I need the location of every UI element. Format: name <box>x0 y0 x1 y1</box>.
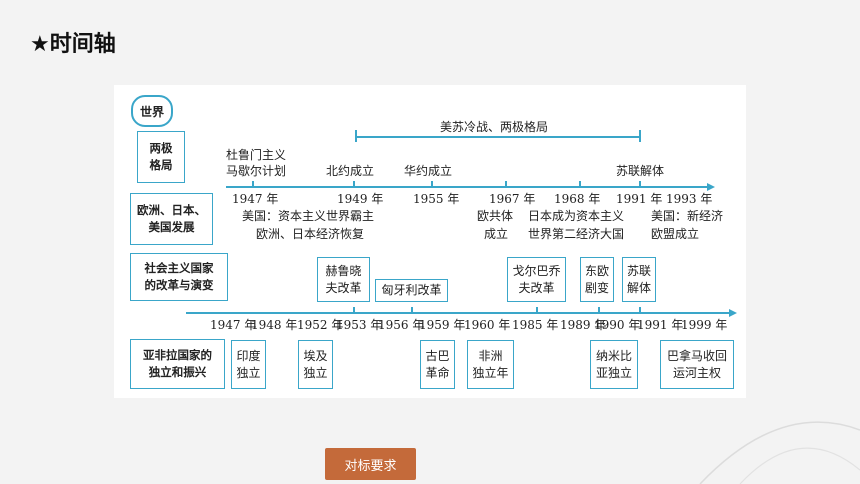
upper-year: 1947 年 <box>232 192 279 206</box>
category-socialism: 社会主义国家 的改革与演变 <box>130 253 228 301</box>
event-india-independence: 印度 独立 <box>231 340 266 389</box>
category-afro-asia-latam: 亚非拉国家的 独立和振兴 <box>130 339 225 389</box>
range-start-marker <box>355 130 357 142</box>
event-marshall: 马歇尔计划 <box>226 164 287 178</box>
event-east-europe-upheaval: 东欧 剧变 <box>580 257 614 302</box>
benchmark-requirements-button[interactable]: 对标要求 <box>325 448 416 480</box>
event-ussr-collapse: 苏联解体 <box>616 164 665 178</box>
category-euro-japan-us: 欧洲、日本、 美国发展 <box>130 193 213 245</box>
upper-year: 1968 年 <box>554 192 601 206</box>
note-ec-established: 成立 <box>484 227 509 241</box>
range-line <box>356 136 640 138</box>
upper-axis-arrow <box>707 183 715 191</box>
upper-year: 1993 年 <box>666 192 713 206</box>
event-africa-year: 非洲 独立年 <box>467 340 514 389</box>
lower-tick <box>639 307 641 313</box>
event-egypt-independence: 埃及 独立 <box>298 340 333 389</box>
note-japan-2: 世界第二经济大国 <box>528 227 625 241</box>
note-us-hegemony: 美国：资本主义世界霸主 <box>242 209 375 223</box>
event-namibia-independence: 纳米比 亚独立 <box>590 340 638 389</box>
note-eu: 欧盟成立 <box>651 227 700 241</box>
upper-tick <box>639 181 641 187</box>
event-khrushchev-reform: 赫鲁晓 夫改革 <box>317 257 370 302</box>
lower-tick <box>411 307 413 313</box>
event-ussr-dissolution: 苏联 解体 <box>622 257 656 302</box>
lower-tick <box>598 307 600 313</box>
lower-year: 1989 年 <box>560 318 607 332</box>
upper-tick <box>252 181 254 187</box>
upper-year: 1991 年 <box>616 192 663 206</box>
lower-year: 1990 年 <box>594 318 641 332</box>
category-bipolar: 两极 格局 <box>137 131 185 183</box>
lower-year: 1999 年 <box>681 318 728 332</box>
world-label: 世界 <box>131 95 173 127</box>
upper-year: 1955 年 <box>413 192 460 206</box>
lower-year: 1991 年 <box>637 318 684 332</box>
lower-year: 1956 年 <box>378 318 425 332</box>
event-nato: 北约成立 <box>326 164 375 178</box>
event-panama-canal: 巴拿马收回 运河主权 <box>660 340 734 389</box>
lower-timeline-axis <box>186 312 730 314</box>
lower-year: 1947 年 <box>210 318 257 332</box>
upper-year: 1949 年 <box>337 192 384 206</box>
lower-year: 1985 年 <box>512 318 559 332</box>
lower-year: 1953 年 <box>336 318 383 332</box>
upper-year: 1967 年 <box>489 192 536 206</box>
slide-title: ★时间轴 <box>30 32 116 57</box>
event-cuba-revolution: 古巴 革命 <box>420 340 455 389</box>
lower-axis-arrow <box>729 309 737 317</box>
upper-timeline-axis <box>226 186 708 188</box>
upper-tick <box>431 181 433 187</box>
upper-tick <box>579 181 581 187</box>
lower-tick <box>536 307 538 313</box>
lower-year: 1948 年 <box>251 318 298 332</box>
note-us-new-economy: 美国：新经济 <box>651 209 724 223</box>
event-hungary-reform: 匈牙利改革 <box>375 279 448 302</box>
lower-year: 1952 年 <box>297 318 344 332</box>
note-ec: 欧共体 <box>477 209 514 223</box>
lower-tick <box>353 307 355 313</box>
lower-year: 1959 年 <box>419 318 466 332</box>
range-label: 美苏冷战、两极格局 <box>440 120 549 134</box>
event-gorbachev-reform: 戈尔巴乔 夫改革 <box>507 257 566 302</box>
upper-tick <box>353 181 355 187</box>
event-warsaw: 华约成立 <box>404 164 453 178</box>
note-euro-japan-recovery: 欧洲、日本经济恢复 <box>256 227 365 241</box>
event-truman: 杜鲁门主义 <box>226 148 287 162</box>
note-japan: 日本成为资本主义 <box>528 209 625 223</box>
range-end-marker <box>639 130 641 142</box>
upper-tick <box>505 181 507 187</box>
lower-year: 1960 年 <box>464 318 511 332</box>
